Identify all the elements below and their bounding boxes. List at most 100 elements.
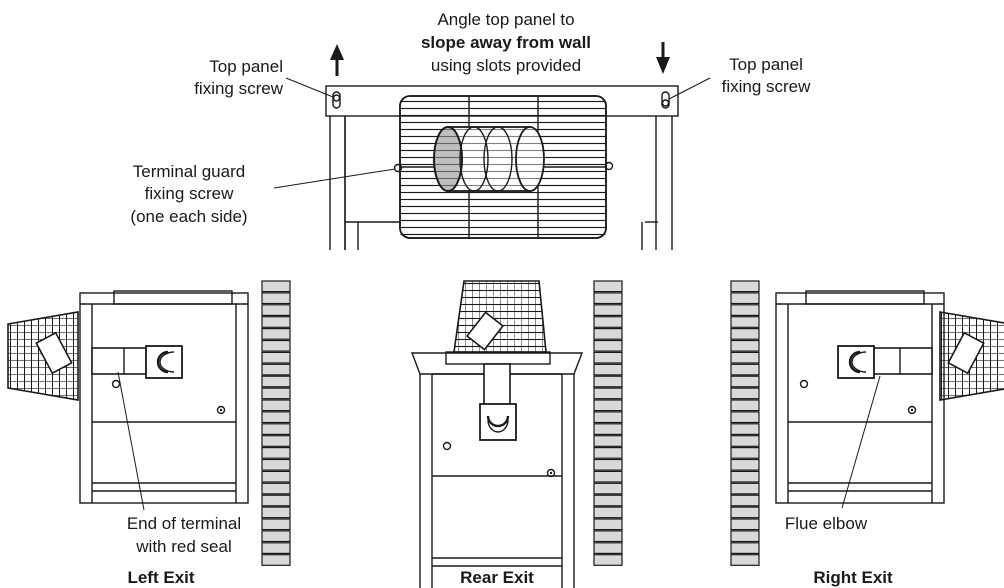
wall-brick xyxy=(730,435,760,447)
wall-brick xyxy=(730,470,760,483)
wall-brick xyxy=(261,542,291,554)
wall-brick xyxy=(730,506,760,519)
wall-brick xyxy=(261,494,291,507)
rear-exit-view: Rear Exit xyxy=(410,280,584,588)
wall-brick xyxy=(730,399,760,412)
wall-brick xyxy=(730,363,760,376)
flue-terminal xyxy=(400,96,606,238)
wall-brick xyxy=(730,339,760,352)
right-exit-note-1: Flue elbow xyxy=(785,514,868,533)
top-panel-screw-left xyxy=(332,91,341,109)
wall-brick xyxy=(593,328,623,340)
guard-screw-left xyxy=(393,163,403,173)
wall-brick xyxy=(593,423,623,435)
wall-brick xyxy=(593,304,623,316)
left-exit-note-1: End of terminal xyxy=(127,514,241,533)
wall-brick xyxy=(730,328,760,340)
right-exit-caption: Right Exit xyxy=(813,568,893,587)
wall-brick xyxy=(261,458,291,471)
right-screw-label-1: Top panel xyxy=(729,55,803,74)
wall-brick xyxy=(593,351,623,364)
wall-brick xyxy=(261,339,291,352)
wall-brick xyxy=(730,423,760,435)
right-exit-view: Flue elbow Right Exit xyxy=(775,290,1004,587)
wall-brick xyxy=(261,304,291,316)
wall-brick xyxy=(730,530,760,543)
wall-left xyxy=(261,280,291,566)
wall-brick xyxy=(730,447,760,459)
wall-brick xyxy=(730,375,760,388)
wall-brick xyxy=(261,482,291,495)
wall-brick xyxy=(261,292,291,305)
wall-brick xyxy=(593,363,623,376)
wall-brick xyxy=(593,387,623,400)
rear-exit-caption: Rear Exit xyxy=(460,568,534,587)
wall-brick xyxy=(593,494,623,507)
wall-brick xyxy=(593,506,623,519)
wall-brick xyxy=(593,316,623,328)
wall-brick xyxy=(593,554,623,566)
wall-rear xyxy=(593,280,623,566)
wall-brick xyxy=(261,530,291,543)
wall-brick xyxy=(730,494,760,507)
wall-brick xyxy=(593,292,623,305)
wall-brick xyxy=(730,351,760,364)
wall-brick xyxy=(261,387,291,400)
wall-brick xyxy=(261,506,291,519)
instruction-line-3: using slots provided xyxy=(431,56,581,75)
wall-right xyxy=(730,280,760,566)
wall-brick xyxy=(593,447,623,459)
wall-brick xyxy=(593,458,623,471)
arrow-down-icon xyxy=(656,42,670,74)
wall-brick xyxy=(261,316,291,328)
wall-brick xyxy=(730,542,760,554)
wall-brick xyxy=(261,411,291,424)
wall-brick xyxy=(593,482,623,495)
top-view: Angle top panel to slope away from wall … xyxy=(130,10,811,250)
wall-brick xyxy=(261,363,291,376)
wall-brick xyxy=(261,554,291,566)
wall-brick xyxy=(261,470,291,483)
wall-brick xyxy=(593,435,623,447)
wall-brick xyxy=(730,387,760,400)
wall-brick xyxy=(593,399,623,412)
wall-brick xyxy=(593,470,623,483)
left-exit-note-2: with red seal xyxy=(135,537,231,556)
wall-brick xyxy=(261,280,291,293)
wall-brick xyxy=(261,518,291,531)
wall-brick xyxy=(730,458,760,471)
right-screw-label-2: fixing screw xyxy=(722,77,812,96)
wall-brick xyxy=(593,411,623,424)
wall-brick xyxy=(730,316,760,328)
guard-screw-label-2: fixing screw xyxy=(145,184,235,203)
wall-brick xyxy=(593,518,623,531)
instruction-line-2: slope away from wall xyxy=(421,33,591,52)
wall-brick xyxy=(261,351,291,364)
left-exit-caption: Left Exit xyxy=(127,568,194,587)
guard-screw-right xyxy=(604,161,614,171)
wall-brick xyxy=(730,482,760,495)
wall-brick xyxy=(261,447,291,459)
instruction-line-1: Angle top panel to xyxy=(437,10,574,29)
arrow-up-icon xyxy=(330,44,344,76)
wall-brick xyxy=(261,328,291,340)
wall-brick xyxy=(730,304,760,316)
wall-brick xyxy=(730,280,760,293)
left-screw-label-2: fixing screw xyxy=(194,79,284,98)
wall-brick xyxy=(730,292,760,305)
top-panel-screw-right xyxy=(661,91,670,109)
wall-brick xyxy=(593,530,623,543)
guard-screw-label-3: (one each side) xyxy=(130,207,247,226)
wall-brick xyxy=(261,375,291,388)
left-screw-label-1: Top panel xyxy=(209,57,283,76)
guard-screw-label-1: Terminal guard xyxy=(133,162,245,181)
wall-brick xyxy=(593,339,623,352)
wall-brick xyxy=(593,542,623,554)
wall-brick xyxy=(593,280,623,293)
wall-brick xyxy=(261,399,291,412)
wall-brick xyxy=(730,411,760,424)
wall-brick xyxy=(261,435,291,447)
cabinet-legs xyxy=(329,116,673,250)
left-exit-view: End of terminal with red seal Left Exit xyxy=(7,290,249,587)
